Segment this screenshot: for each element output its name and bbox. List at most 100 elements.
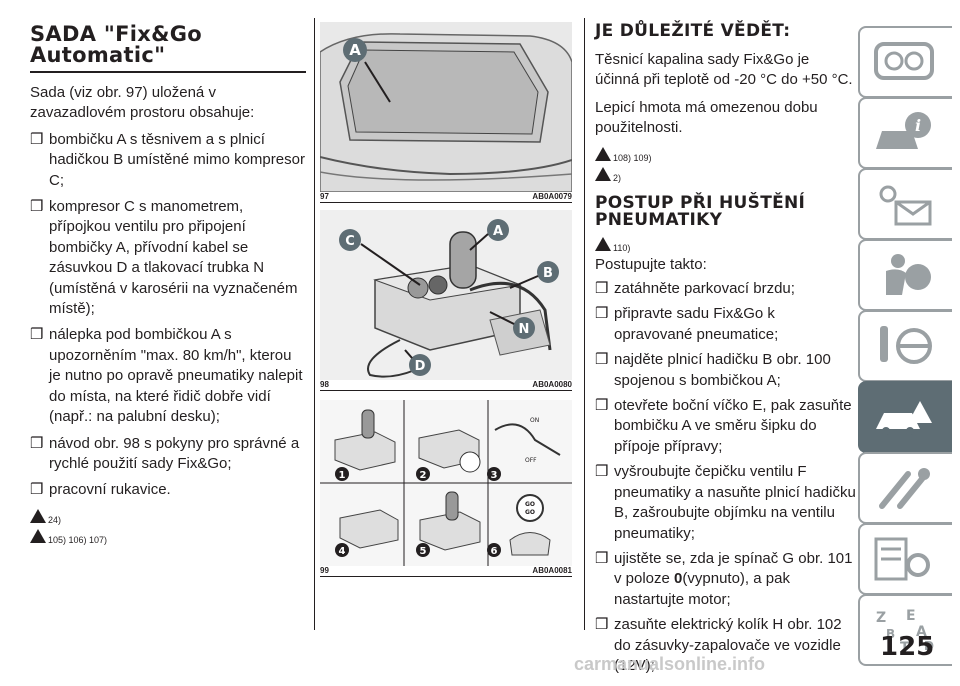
paragraph: Lepicí hmota má omezenou dobu použitelno…: [595, 98, 818, 137]
tab-dashboard[interactable]: [858, 26, 952, 98]
warning-triangle-icon: [595, 166, 611, 181]
figure-98-image: C A B N D: [320, 210, 572, 380]
svg-text:B: B: [886, 627, 895, 641]
warning-triangle-icon: [595, 146, 611, 161]
callout-labels: C A B N D: [339, 219, 559, 376]
figure-99-image: ON OFF GO GO 1 2 3 4 5 6: [320, 400, 572, 566]
wrench-tools-icon: [879, 468, 930, 509]
list-item: ❒vyšroubujte čepičku ventilu F pneumatik…: [595, 463, 856, 542]
column-divider: [314, 18, 315, 630]
bullet-box-icon: ❒: [30, 130, 44, 148]
lights-mail-icon: [879, 185, 932, 226]
svg-text:OFF: OFF: [525, 457, 537, 464]
tab-info[interactable]: i: [858, 97, 952, 169]
warning-ref[interactable]: 110): [595, 236, 857, 253]
bullet-box-icon: ❒: [595, 280, 609, 298]
tab-driving[interactable]: [858, 310, 952, 382]
warning-triangle-icon: [30, 508, 46, 523]
warning-ref[interactable]: 105) 106) 107): [30, 528, 306, 545]
bullet-box-icon: ❒: [595, 463, 609, 481]
figure-code: AB0A0081: [532, 566, 572, 575]
breakdown-car-icon: [876, 401, 932, 435]
list-item: ❒kompresor C s manometrem, přípojkou ven…: [30, 198, 298, 318]
list-item: ❒otevřete boční víčko E, pak zasuňte bom…: [595, 397, 852, 455]
svg-text:E: E: [906, 608, 916, 624]
section-title-important: JE DŮLEŽITÉ VĚDĚT:: [595, 21, 791, 41]
warning-ref[interactable]: 2): [595, 166, 857, 183]
bullet-box-icon: ❒: [595, 351, 609, 369]
intro-text: Sada (viz obr. 97) uložená v zavazadlové…: [30, 84, 255, 122]
figure-99: ON OFF GO GO 1 2 3 4 5 6 99: [320, 400, 572, 577]
right-column: JE DŮLEŽITÉ VĚDĚT: Těsnicí kapalina sady…: [595, 0, 857, 676]
svg-text:GO: GO: [525, 509, 535, 516]
figure-caption: 99 AB0A0081: [320, 566, 572, 577]
figure-98: C A B N D 98 AB0A0080: [320, 210, 572, 391]
paragraph: Těsnicí kapalina sady Fix&Go je účinná p…: [595, 51, 853, 89]
svg-text:i: i: [915, 116, 921, 135]
figure-97-image: A: [320, 22, 572, 192]
svg-text:A: A: [916, 624, 927, 640]
svg-text:T: T: [900, 640, 910, 656]
list-item: ❒zasuňte elektrický kolík H obr. 102 do …: [595, 616, 842, 674]
figure-caption: 98 AB0A0080: [320, 380, 572, 391]
warning-triangle-icon: [30, 528, 46, 543]
list-item: ❒ujistěte se, zda je spínač G obr. 101 v…: [595, 549, 853, 608]
left-column: SADA "Fix&Go Automatic" Sada (viz obr. 9…: [30, 0, 306, 545]
dashboard-icon: [874, 42, 934, 80]
bullet-box-icon: ❒: [30, 198, 44, 216]
page-number: 125: [880, 632, 935, 662]
tab-safety[interactable]: [858, 239, 952, 311]
figure-number: 98: [320, 380, 329, 389]
bullet-box-icon: ❒: [595, 549, 609, 567]
svg-text:B: B: [543, 266, 553, 281]
figure-number: 99: [320, 566, 329, 575]
warning-ref[interactable]: 108) 109): [595, 146, 857, 163]
figure-number: 97: [320, 192, 329, 201]
list-item: ❒nálepka pod bombičkou A s upozorněním "…: [30, 326, 303, 426]
svg-text:4: 4: [339, 546, 346, 557]
svg-text:N: N: [519, 322, 530, 337]
svg-text:1: 1: [339, 470, 346, 481]
svg-text:6: 6: [491, 546, 498, 557]
list-item: ❒najděte plnicí hadičku B obr. 100 spoje…: [595, 351, 831, 389]
tab-maintenance[interactable]: [858, 452, 952, 524]
figure-caption: 97 AB0A0079: [320, 192, 572, 203]
callout-label: A: [349, 41, 361, 59]
tab-lights[interactable]: [858, 168, 952, 240]
bullet-box-icon: ❒: [30, 434, 44, 452]
section-title-kit: SADA "Fix&Go Automatic": [30, 22, 202, 67]
figure-code: AB0A0079: [532, 192, 572, 201]
column-divider: [584, 18, 585, 630]
svg-text:C: C: [345, 234, 355, 249]
tab-technical-data[interactable]: [858, 523, 952, 595]
info-car-icon: i: [876, 112, 931, 149]
title-rule: [30, 71, 306, 73]
svg-text:ON: ON: [530, 417, 539, 424]
svg-text:A: A: [493, 224, 503, 239]
svg-text:5: 5: [420, 546, 427, 557]
list-item: ❒pracovní rukavice.: [30, 480, 306, 500]
list-item: ❒připravte sadu Fix&Go k opravované pneu…: [595, 305, 779, 343]
bullet-box-icon: ❒: [30, 481, 44, 499]
warning-ref[interactable]: 24): [30, 508, 306, 525]
warning-triangle-icon: [595, 236, 611, 251]
svg-text:Z: Z: [876, 610, 886, 626]
svg-text:D: D: [415, 359, 426, 374]
svg-text:GO: GO: [525, 501, 535, 508]
intro-text: Postupujte takto:: [595, 255, 707, 273]
bullet-box-icon: ❒: [595, 305, 609, 323]
svg-text:3: 3: [491, 470, 498, 481]
watermark: carmanualsonline.info: [574, 654, 766, 674]
bullet-box-icon: ❒: [30, 326, 44, 344]
svg-text:2: 2: [420, 470, 427, 481]
bullet-box-icon: ❒: [595, 397, 609, 415]
list-item: ❒zatáhněte parkovací brzdu;: [595, 279, 857, 299]
figure-code: AB0A0080: [532, 380, 572, 389]
tab-emergency[interactable]: [858, 381, 952, 453]
list-item: ❒návod obr. 98 s pokyny pro správné a ry…: [30, 434, 300, 472]
section-title-inflation: POSTUP PŘI HUŠTĚNÍ PNEUMATIKY: [595, 192, 806, 230]
figure-97: A 97 AB0A0079: [320, 22, 572, 203]
list-settings-icon: [874, 537, 930, 581]
